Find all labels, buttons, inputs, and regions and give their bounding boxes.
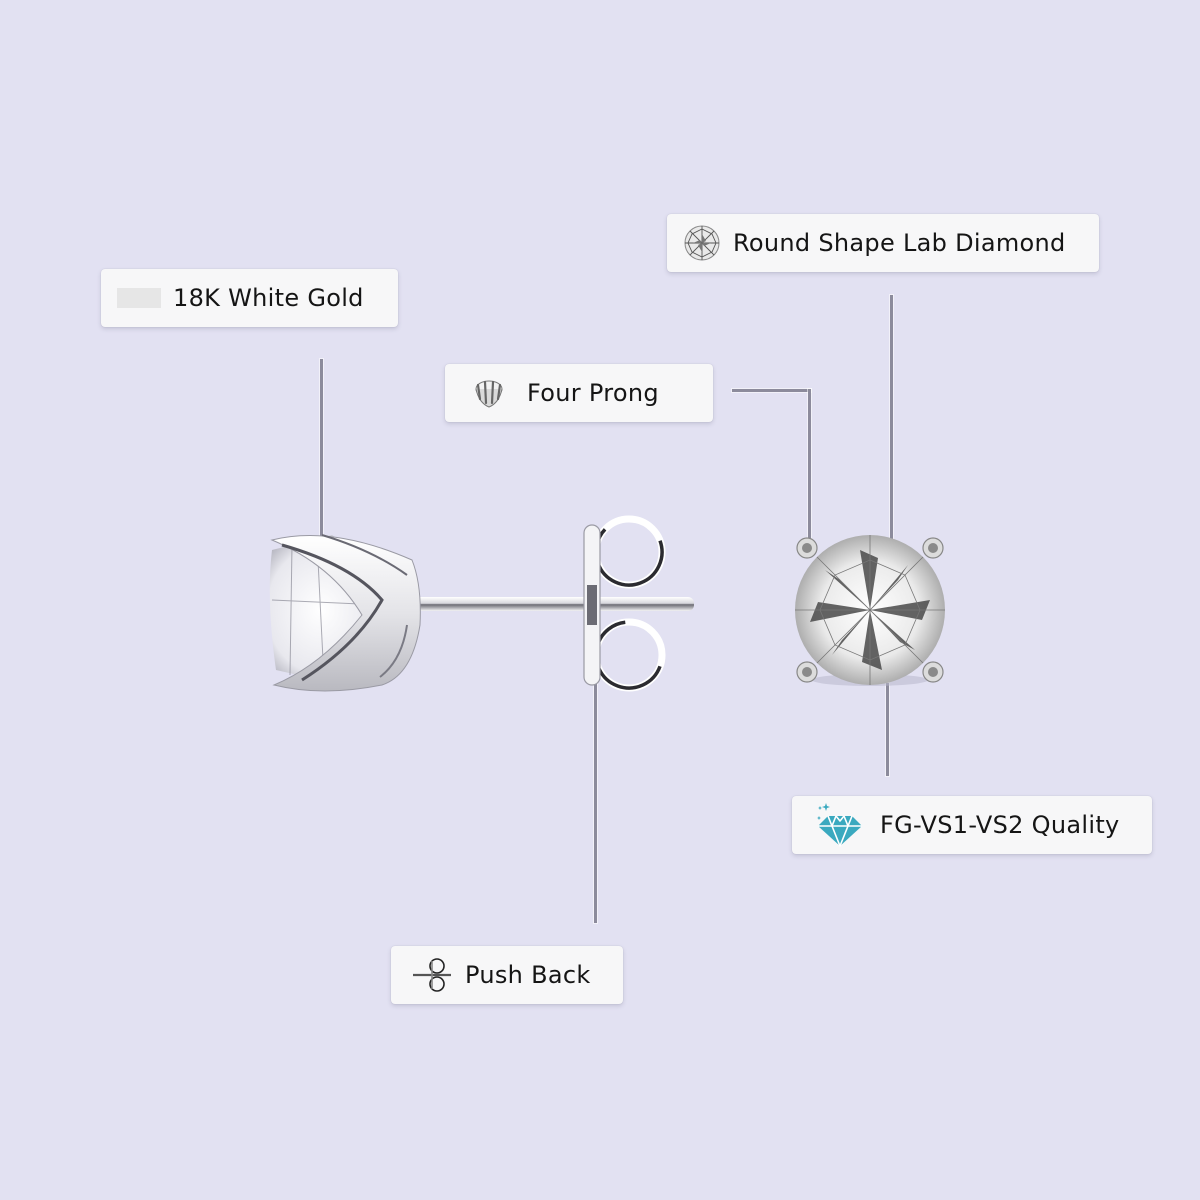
label-shape-text: Round Shape Lab Diamond [733, 229, 1066, 257]
label-quality: FG-VS1-VS2 Quality [792, 796, 1152, 854]
connector-quality [886, 683, 889, 776]
round-diamond-icon [683, 224, 721, 262]
label-setting: Four Prong [445, 364, 713, 422]
label-backing: Push Back [391, 946, 623, 1004]
metal-swatch-icon [117, 288, 161, 308]
side-view-stud [262, 505, 702, 700]
label-setting-text: Four Prong [527, 379, 659, 407]
connector-metal [320, 359, 323, 544]
label-shape: Round Shape Lab Diamond [667, 214, 1099, 272]
label-metal: 18K White Gold [101, 269, 398, 327]
label-metal-text: 18K White Gold [173, 284, 364, 312]
connector-setting-vertical [808, 389, 811, 545]
sparkling-gem-icon [816, 802, 864, 848]
top-view-stud [790, 530, 950, 690]
label-backing-text: Push Back [465, 961, 591, 989]
push-back-icon [411, 957, 455, 993]
label-quality-text: FG-VS1-VS2 Quality [880, 811, 1120, 839]
four-prong-setting-icon [471, 375, 507, 411]
connector-shape [890, 295, 893, 545]
connector-setting-horizontal [732, 389, 811, 392]
connector-backing [594, 683, 597, 923]
